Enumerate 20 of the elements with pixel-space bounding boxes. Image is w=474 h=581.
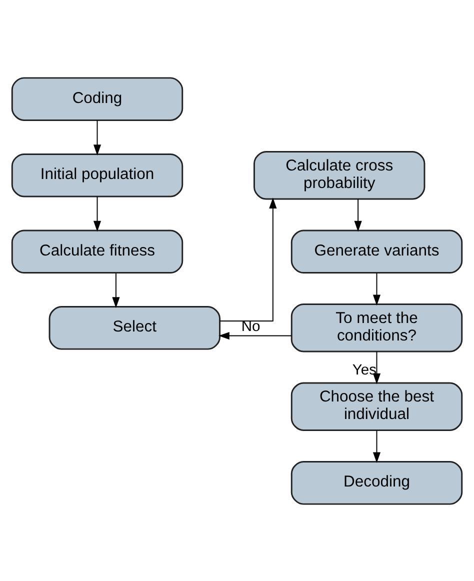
edge-label: Yes bbox=[352, 362, 376, 378]
node-box: Select bbox=[48, 306, 221, 350]
arrow bbox=[372, 350, 381, 384]
node-box: Decoding bbox=[290, 460, 463, 504]
node-box: Initial population bbox=[11, 152, 184, 197]
node-box: Generate variants bbox=[290, 229, 463, 274]
arrow bbox=[218, 331, 292, 340]
arrow bbox=[372, 272, 381, 306]
arrow bbox=[219, 197, 277, 321]
arrow bbox=[93, 119, 102, 155]
node-box: Choose the best individual bbox=[290, 382, 463, 430]
node-box: To meet the conditions? bbox=[290, 303, 463, 352]
arrow bbox=[354, 198, 362, 232]
arrow bbox=[372, 429, 381, 463]
node-box: Calculate cross probability bbox=[253, 150, 426, 200]
node-box: Coding bbox=[11, 76, 184, 120]
edge-label: No bbox=[241, 318, 260, 334]
node-box: Calculate fitness bbox=[11, 229, 184, 274]
arrow bbox=[93, 196, 102, 232]
arrow bbox=[112, 272, 120, 308]
